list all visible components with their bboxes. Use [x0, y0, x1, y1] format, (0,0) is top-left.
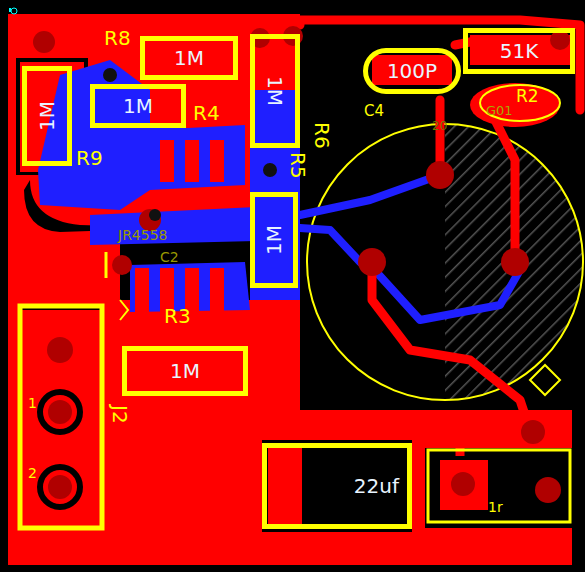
value-text: 51K: [500, 39, 539, 63]
component-outline: 1M: [250, 192, 298, 288]
silkscreen-label: 1: [28, 396, 37, 410]
silkscreen-label: R8: [104, 28, 131, 48]
component-outline: 1M: [140, 36, 238, 80]
value-text: 1M: [35, 101, 59, 131]
capacitor-outline: 100P: [363, 48, 461, 94]
silkscreen-label: C4: [364, 104, 384, 119]
component-outline: 51K: [463, 28, 575, 74]
silkscreen-label: R5: [288, 152, 308, 179]
value-text: 1M: [174, 46, 204, 70]
silkscreen-label: 2: [28, 466, 37, 480]
silkscreen-label: R3: [164, 306, 191, 326]
silkscreen-label: G01: [486, 104, 513, 117]
value-text: 100P: [387, 59, 437, 83]
component-outline: 1M: [22, 66, 72, 166]
component-outline: 1M: [90, 84, 186, 128]
value-text: 1M: [263, 76, 287, 106]
value-text: 1M: [170, 359, 200, 383]
component-outline: 1M: [250, 34, 300, 148]
value-text: 1M: [262, 225, 286, 255]
component-outline: 22uf: [262, 443, 412, 529]
silkscreen-label: J2: [110, 405, 130, 424]
component-outline: 1M: [122, 346, 248, 396]
silkscreen-label: C2: [160, 250, 179, 264]
silkscreen-label: R4: [193, 103, 220, 123]
silkscreen-label: 20: [432, 120, 447, 132]
silkscreen-label: R9: [76, 148, 103, 168]
value-text: 22uf: [354, 474, 399, 498]
silkscreen-label: 1r: [488, 500, 503, 514]
silkscreen-label: R2: [516, 88, 539, 105]
silkscreen-label: R6: [312, 122, 332, 149]
value-text: 1M: [123, 94, 153, 118]
silkscreen-label: JR4558: [118, 228, 168, 242]
